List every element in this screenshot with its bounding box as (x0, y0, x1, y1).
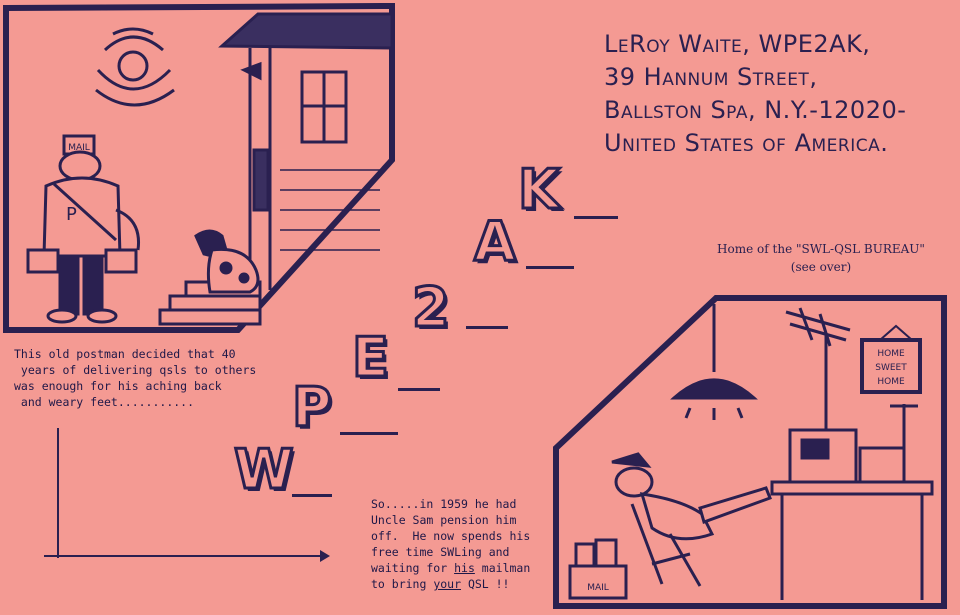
svg-text:HOME: HOME (877, 349, 905, 359)
svg-text:MAIL: MAIL (587, 583, 609, 593)
callsign-dash (526, 266, 574, 269)
address-line-3: Ballston Spa, N.Y.-12020- (604, 96, 907, 124)
address-line-4: United States of America. (604, 129, 889, 157)
callsign-dash (340, 432, 398, 435)
bureau-note: Home of the "SWL-QSL BUREAU" (see over) (696, 240, 946, 276)
return-address: LeRoy Waite, WPE2AK, 39 Hannum Street, B… (604, 28, 944, 160)
callsign-dash (574, 216, 618, 219)
antenna-icon (785, 307, 851, 434)
bureau-line-2: (see over) (790, 260, 852, 274)
house-icon (218, 12, 394, 290)
address-line-1: LeRoy Waite, WPE2AK, (604, 30, 871, 58)
callsign-dash (466, 326, 508, 329)
callsign-letter: K (517, 157, 562, 223)
callsign-letter: A (473, 209, 518, 275)
callsign-letter: E (351, 325, 391, 391)
sun-icon (95, 27, 175, 107)
postman-figure: MAIL P (26, 134, 141, 324)
address-line-2: 39 Hannum Street, (604, 63, 818, 91)
arrow-lines (44, 428, 330, 562)
radio-operator-illustration: HOME SWEET HOME (553, 295, 947, 609)
retirement-caption: So.....in 1959 he had Uncle Sam pension … (371, 497, 531, 591)
radio-desk (770, 404, 934, 600)
callsign-letter: 2 (411, 275, 452, 341)
operator-figure (611, 452, 772, 587)
dog-icon (194, 229, 260, 294)
bureau-line-1: Home of the "SWL-QSL BUREAU" (717, 242, 925, 256)
svg-text:SWEET: SWEET (875, 363, 907, 373)
mail-box: MAIL (568, 538, 628, 600)
postman-caption: This old postman decided that 40 years o… (14, 347, 257, 409)
home-sweet-home-sign: HOME SWEET HOME (860, 324, 922, 394)
svg-text:HOME: HOME (877, 377, 905, 387)
callsign-dash (398, 388, 440, 391)
hanging-lamp-icon (670, 304, 758, 420)
postman-illustration: MAIL P (2, 2, 395, 333)
postman-cap-label: MAIL (68, 143, 90, 153)
svg-text:P: P (66, 204, 77, 225)
